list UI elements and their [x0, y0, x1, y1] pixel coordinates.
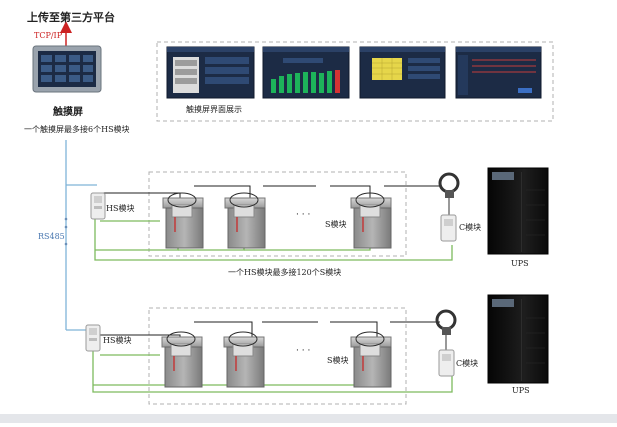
touchscreen-note: 一个触摸屏最多接6个HS模块	[24, 125, 130, 134]
screen-thumbnail-bars	[262, 46, 350, 99]
rs485-bus	[65, 140, 97, 331]
battery-group-frame-1	[148, 171, 407, 257]
ellipsis-1: · · ·	[296, 210, 311, 220]
bus-dots	[64, 217, 68, 246]
current-sensor-2	[435, 309, 457, 350]
rs485-label: RS485	[38, 232, 65, 241]
screen-thumbnail-grid	[359, 46, 446, 99]
battery-1-2	[224, 192, 266, 249]
row2-green-wires	[92, 345, 453, 393]
s-module-1-label: S模块	[325, 220, 347, 229]
battery-group-frame-2	[148, 307, 407, 405]
hs-module-1	[90, 192, 106, 220]
battery-2-1	[161, 331, 203, 388]
hs-module-2	[85, 324, 101, 352]
ellipsis-2: · · ·	[296, 346, 311, 356]
row2-black-wires	[100, 321, 440, 337]
battery-2-3	[350, 331, 392, 388]
screen-thumbnail-list	[455, 46, 542, 99]
touchscreen-device	[32, 45, 102, 93]
battery-1-1	[162, 192, 204, 249]
s-module-2-label: S模块	[327, 356, 349, 365]
screen-thumbnail-rack	[166, 46, 255, 99]
c-module-1-label: C模块	[459, 223, 482, 232]
bottom-scroll-strip	[0, 414, 617, 423]
ups-unit-2	[487, 294, 549, 384]
c-module-2	[438, 349, 455, 377]
protocol-label: TCP/IP	[34, 31, 63, 40]
screens-caption: 触摸屏界面展示	[186, 105, 242, 114]
screens-frame	[156, 41, 554, 122]
hs-capacity-note: 一个HS模块最多接120个S模块	[228, 268, 342, 277]
upload-label: 上传至第三方平台	[27, 11, 115, 24]
hs-module-1-label: HS模块	[106, 204, 135, 213]
c-module-2-label: C模块	[456, 359, 479, 368]
battery-2-2	[223, 331, 265, 388]
hs-module-2-label: HS模块	[103, 336, 132, 345]
touchscreen-title: 触摸屏	[53, 107, 83, 118]
current-sensor-1	[438, 172, 460, 215]
battery-1-3	[350, 192, 392, 249]
ups-1-label: UPS	[511, 259, 529, 268]
c-module-1	[440, 214, 457, 242]
ups-2-label: UPS	[512, 386, 530, 395]
ups-unit-1	[487, 167, 549, 255]
